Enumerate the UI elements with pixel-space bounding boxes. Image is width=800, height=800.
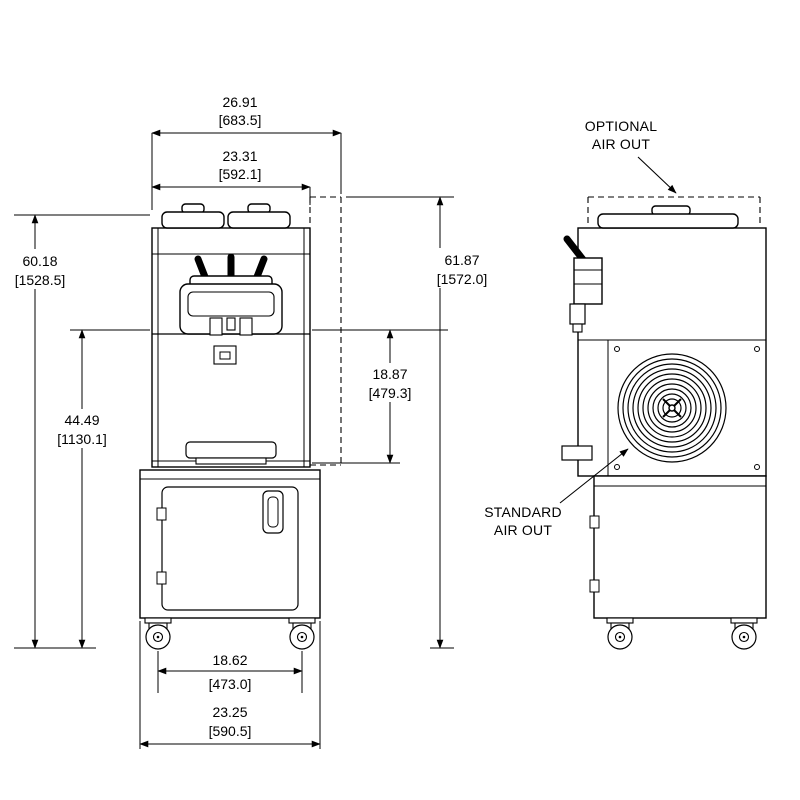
dim-dispense-height-mm: [1130.1] (57, 431, 107, 447)
dim-base-width-in: 23.25 (212, 704, 247, 720)
optional-duct-outline-front (309, 196, 342, 466)
front-view (139, 196, 342, 650)
door-hinge (156, 571, 167, 585)
caster-side-left (606, 617, 634, 650)
dimension-text: 26.91 [683.5] 23.31 [592.1] 60.18 [1528.… (15, 94, 488, 739)
dim-overall-width-mm: [683.5] (219, 112, 262, 128)
dimension-lines (8, 129, 494, 749)
dim-optional-height-mm: [1572.0] (437, 271, 488, 287)
dim-optional-height-in: 61.87 (444, 252, 479, 268)
dim-body-width-in: 23.31 (222, 148, 257, 164)
dim-dispense-height-in: 44.49 (64, 412, 99, 428)
dim-base-width-mm: [590.5] (209, 723, 252, 739)
standard-air-out-label-line2: AIR OUT (494, 522, 552, 538)
dim-caster-track-mm: [473.0] (209, 676, 252, 692)
dim-mid-height-in: 18.87 (372, 366, 407, 382)
door-hinge (589, 515, 600, 529)
control-panel (213, 345, 237, 365)
side-tray-bracket (561, 445, 593, 461)
door-hinge (156, 507, 167, 521)
dim-mid-height-mm: [479.3] (369, 385, 412, 401)
freezer-door (179, 275, 283, 336)
door-hinge (589, 579, 600, 593)
side-view (561, 196, 767, 650)
spigot-side (563, 235, 603, 333)
caster-front-left (144, 617, 172, 650)
optional-air-out-label-line1: OPTIONAL (585, 118, 657, 134)
cabinet-front (139, 469, 321, 619)
drip-tray (185, 441, 277, 465)
door-handle (262, 490, 284, 534)
cabinet-door (161, 486, 299, 611)
standard-air-out-label-line1: STANDARD (484, 504, 562, 520)
side-body (577, 227, 767, 477)
dim-overall-width-in: 26.91 (222, 94, 257, 110)
caster-side-right (730, 617, 758, 650)
dim-caster-track-in: 18.62 (212, 652, 247, 668)
hopper-lid-side (597, 205, 739, 229)
cabinet-side (589, 475, 767, 619)
optional-air-out-leader-arrow (637, 156, 677, 194)
panel-bolts (614, 346, 760, 470)
hopper-lids (161, 203, 291, 229)
standard-air-out-leader-arrow (559, 448, 629, 504)
optional-air-out-label-line2: AIR OUT (592, 136, 650, 152)
callouts: OPTIONAL AIR OUT STANDARD AIR OUT (484, 118, 677, 538)
dim-overall-height-in: 60.18 (22, 253, 57, 269)
fan-grille (617, 353, 727, 463)
caster-front-right (288, 617, 316, 650)
optional-duct-outline-side (587, 196, 761, 226)
dim-overall-height-mm: [1528.5] (15, 272, 66, 288)
dim-body-width-mm: [592.1] (219, 166, 262, 182)
